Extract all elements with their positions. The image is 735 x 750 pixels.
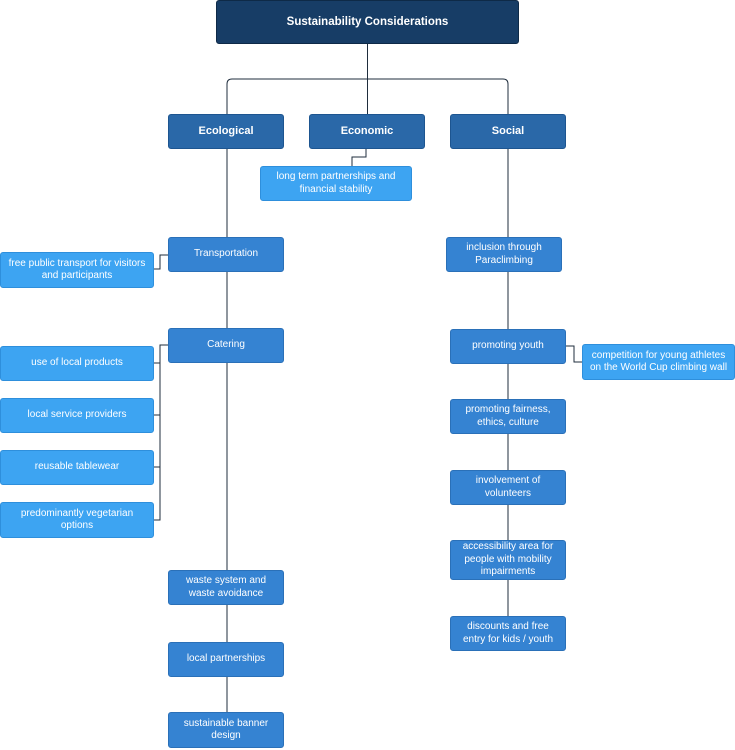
fairness-ethics-node: promoting fairness, ethics, culture <box>450 399 566 434</box>
sustainable-banner-node: sustainable banner design <box>168 712 284 748</box>
discounts-free-entry-node: discounts and free entry for kids / yout… <box>450 616 566 651</box>
catering-node: Catering <box>168 328 284 363</box>
public-transport-node: free public transport for visitors and p… <box>0 252 154 288</box>
local-products-node: use of local products <box>0 346 154 381</box>
local-partnerships-node: local partnerships <box>168 642 284 677</box>
waste-system-node: waste system and waste avoidance <box>168 570 284 605</box>
category-ecological: Ecological <box>168 114 284 149</box>
root-node: Sustainability Considerations <box>216 0 519 44</box>
category-social: Social <box>450 114 566 149</box>
promoting-youth-node: promoting youth <box>450 329 566 364</box>
inclusion-paraclimbing-node: inclusion through Paraclimbing <box>446 237 562 272</box>
transportation-node: Transportation <box>168 237 284 272</box>
young-athletes-competition-node: competition for young athletes on the Wo… <box>582 344 735 380</box>
accessibility-area-node: accessibility area for people with mobil… <box>450 540 566 580</box>
economic-partnerships-node: long term partnerships and financial sta… <box>260 166 412 201</box>
category-economic: Economic <box>309 114 425 149</box>
reusable-tablewear-node: reusable tablewear <box>0 450 154 485</box>
local-service-providers-node: local service providers <box>0 398 154 433</box>
volunteers-node: involvement of volunteers <box>450 470 566 505</box>
vegetarian-options-node: predominantly vegetarian options <box>0 502 154 538</box>
